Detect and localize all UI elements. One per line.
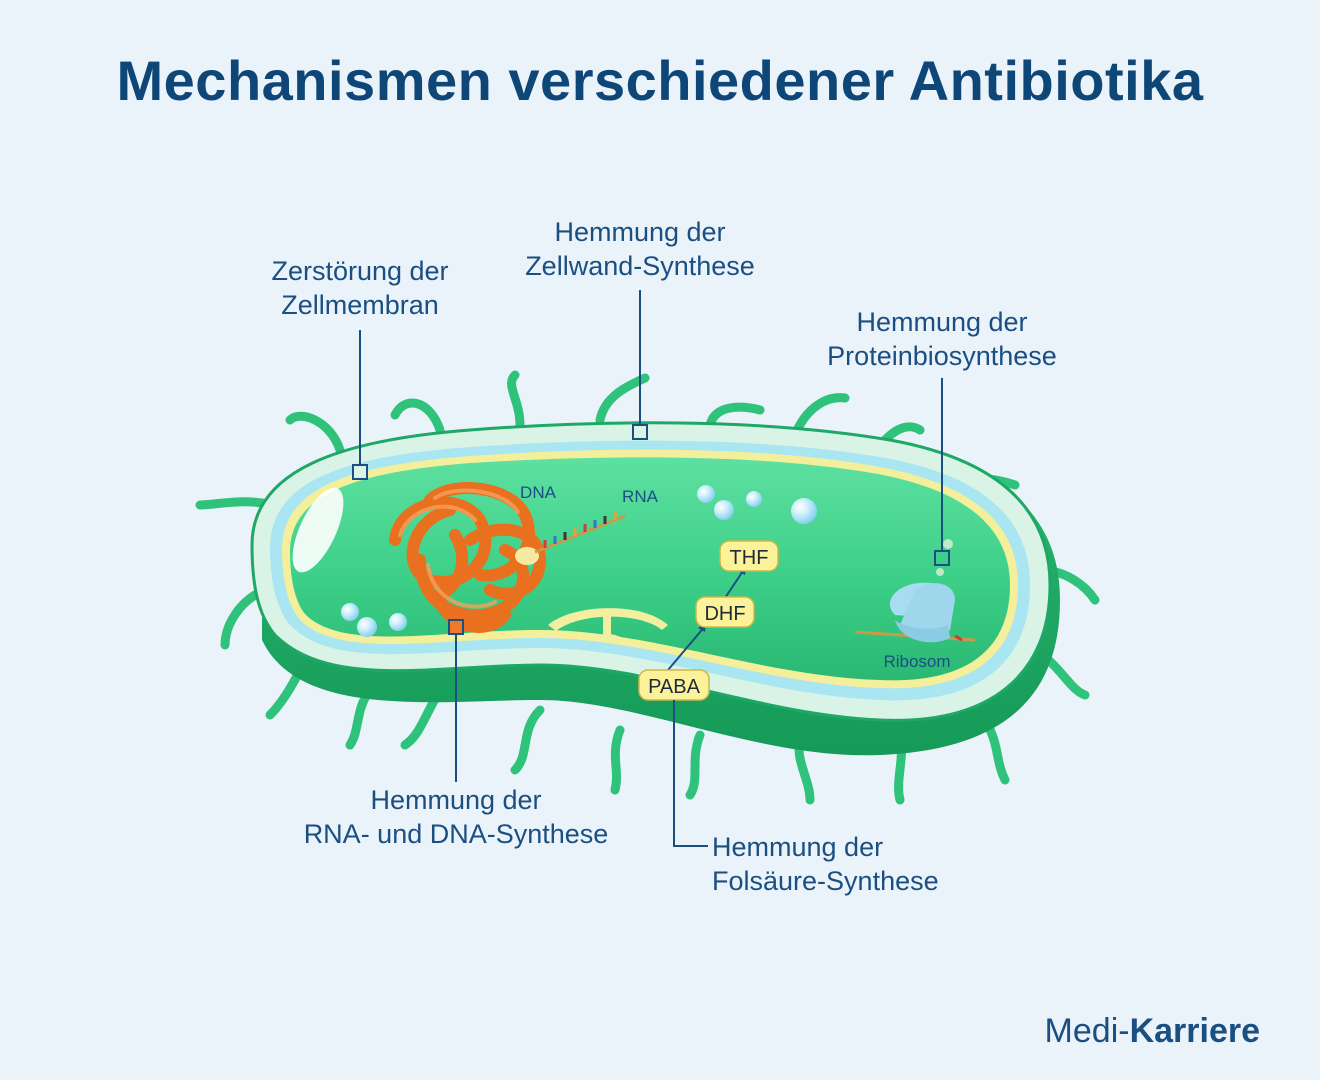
highlight [292, 487, 344, 573]
label-folic-inhibition: Hemmung der Folsäure-Synthese [712, 832, 939, 896]
vesicle [714, 500, 734, 520]
flagellum [705, 402, 765, 430]
flagellum [265, 665, 305, 720]
target-nucleic [448, 619, 464, 635]
flagellum [507, 370, 525, 430]
mesosome [548, 608, 668, 631]
label-protein-inhibition: Hemmung der Proteinbiosynthese [827, 307, 1057, 371]
target-cellwall [632, 424, 648, 440]
flagellum [685, 730, 705, 800]
target-protein [934, 550, 950, 566]
thf-box [719, 540, 779, 572]
label-membrane-destruction: Zerstörung der Zellmembran [271, 256, 449, 320]
flagellum [285, 411, 345, 455]
dhf-label: DHF [704, 603, 745, 625]
vesicle [357, 617, 377, 637]
brand-logo: Medi-Karriere [1044, 1012, 1260, 1050]
label-nucleic-inhibition: Hemmung der RNA- und DNA-Synthese [303, 785, 609, 849]
page-title: Mechanismen verschiedener Antibiotika [116, 49, 1204, 112]
thf-label: THF [730, 547, 769, 569]
folate-pathway: PABA DHF THF [638, 540, 779, 701]
paba-label: PABA [648, 676, 701, 698]
vesicle [746, 491, 762, 507]
label-cellwall-inhibition: Hemmung der Zellwand-Synthese [525, 217, 755, 281]
polymerase [515, 547, 539, 565]
rna-strand [534, 512, 626, 554]
flagellum [610, 725, 625, 795]
leader-lines [352, 290, 950, 847]
dhf-box [695, 596, 755, 628]
dna-label: DNA [520, 483, 557, 502]
flagellum [390, 398, 445, 435]
dna-coil [389, 482, 547, 633]
vesicles [341, 485, 953, 637]
ribosome [854, 582, 976, 643]
flagellum [595, 373, 650, 425]
flagellum [510, 705, 545, 775]
rna-label: RNA [622, 487, 659, 506]
vesicle [389, 613, 407, 631]
vesicle [697, 485, 715, 503]
ribosome-label: Ribosom [883, 652, 950, 671]
vesicle [936, 568, 944, 576]
target-membrane [352, 464, 368, 480]
vesicle [943, 539, 953, 549]
vesicle [791, 498, 817, 524]
vesicle [341, 603, 359, 621]
